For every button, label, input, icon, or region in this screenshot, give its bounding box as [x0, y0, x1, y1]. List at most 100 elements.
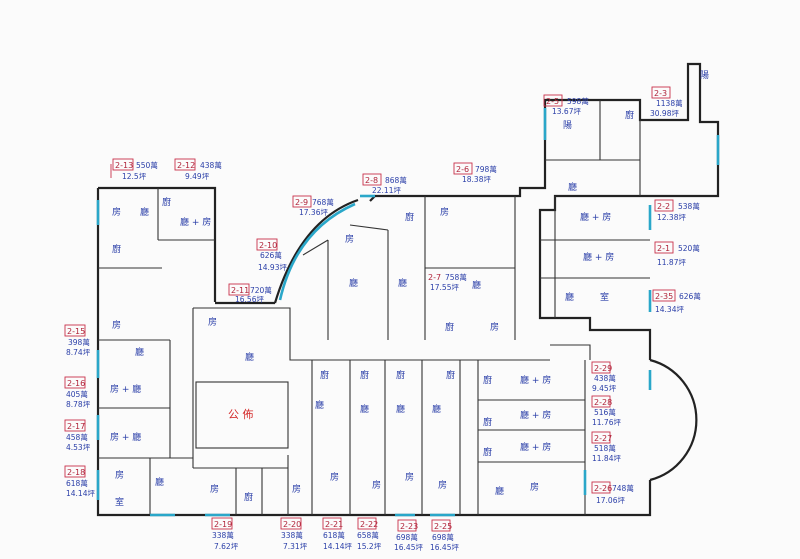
- unit-tag-2-3: 2-3 1138萬 30.98坪: [650, 86, 683, 118]
- unit-price: 516萬: [594, 407, 616, 417]
- unit-size: 4.53坪: [66, 443, 91, 452]
- unit-price: 748萬: [612, 483, 634, 493]
- unit-price: 438萬: [594, 373, 616, 383]
- unit-size: 8.78坪: [66, 400, 91, 409]
- room-label: 房: [292, 483, 301, 495]
- unit-tag-2-28: 2-28 516萬 11.76坪: [591, 395, 621, 427]
- room-label: 廳: [315, 399, 324, 411]
- unit-size: 30.98坪: [650, 109, 679, 118]
- unit-size: 13.67坪: [552, 107, 581, 116]
- unit-id: 2-18: [67, 468, 85, 477]
- room-label: 房: [438, 479, 447, 491]
- unit-price: 1138萬: [656, 98, 683, 108]
- unit-id: 2-25: [434, 522, 452, 531]
- unit-size: 8.74坪: [66, 348, 91, 357]
- room-label: 室: [600, 291, 609, 303]
- unit-tag-2-35: 2-35 626萬 14.34坪: [652, 289, 701, 314]
- room-label: 房: [208, 316, 217, 328]
- room-label: 廚: [112, 243, 121, 255]
- unit-size: 18.38坪: [462, 175, 491, 184]
- unit-size: 12.5坪: [122, 172, 147, 181]
- room-label: 廳: [398, 277, 407, 289]
- unit-id: 2-27: [594, 434, 612, 443]
- unit-price: 698萬: [396, 532, 418, 542]
- unit-tag-2-23: 2-23 698萬 16.45坪: [394, 519, 423, 552]
- room-label: 房: [530, 481, 539, 493]
- room-label: 廚: [360, 369, 369, 381]
- unit-id: 2-26: [594, 484, 612, 493]
- room-label: 廚: [244, 491, 253, 503]
- unit-price: 618萬: [323, 530, 345, 540]
- unit-tag-2-20: 2-20 338萬 7.31坪: [280, 517, 308, 551]
- room-labels: 房 廳 廚 廳 + 房 廚 房 廳 房 + 廳 房 + 廳 廳 房 室 房 廳 …: [110, 70, 709, 508]
- unit-price: 550萬: [136, 160, 158, 170]
- unit-id: 2-23: [400, 522, 418, 531]
- room-label: 廳: [472, 279, 481, 291]
- unit-size: 14.34坪: [655, 305, 684, 314]
- room-label: 廚: [483, 374, 492, 386]
- unit-size: 14.93坪: [258, 263, 287, 272]
- room-label: 廳: [155, 476, 164, 488]
- room-label: 廚: [396, 369, 405, 381]
- room-label: 廳: [432, 403, 441, 415]
- room-label: 廳: [140, 206, 149, 218]
- room-label: 廳 + 房: [520, 374, 551, 386]
- room-label: 房: [112, 319, 121, 331]
- unit-tag-2-9: 2-9 768萬 17.36坪: [292, 195, 334, 217]
- room-label: 房: [372, 479, 381, 491]
- room-label: 廳 + 房: [583, 251, 614, 263]
- unit-id: 2-17: [67, 422, 85, 431]
- room-label: 陽: [563, 120, 572, 131]
- unit-price: 538萬: [678, 201, 700, 211]
- room-label: 廳: [568, 181, 577, 193]
- room-label: 房: [345, 233, 354, 245]
- room-label: 室: [115, 496, 124, 508]
- room-label: 廚: [445, 321, 454, 333]
- unit-price: 658萬: [357, 530, 379, 540]
- unit-price: 798萬: [475, 164, 497, 174]
- unit-tag-2-26: 2-26 748萬 17.06坪: [591, 481, 634, 505]
- room-label: 房: [330, 471, 339, 483]
- room-label: 廳: [565, 291, 574, 303]
- unit-price: 338萬: [212, 530, 234, 540]
- unit-id: 2-3: [654, 89, 667, 98]
- unit-id: 2-2: [657, 202, 670, 211]
- unit-price: 598萬: [567, 96, 589, 106]
- unit-size: 9.49坪: [185, 172, 210, 181]
- unit-price: 618萬: [66, 478, 88, 488]
- unit-price: 698萬: [432, 532, 454, 542]
- room-label: 廚: [483, 416, 492, 428]
- unit-id: 2-15: [67, 327, 85, 336]
- unit-id: 2-10: [259, 241, 277, 250]
- unit-id: 2-5: [546, 97, 559, 106]
- unit-tag-2-19: 2-19 338萬 7.62坪: [211, 517, 239, 551]
- unit-tag-2-12: 2-12 438萬 9.49坪: [174, 158, 222, 181]
- unit-tags: 2-13 550萬 12.5坪 2-12 438萬 9.49坪 2-15 398…: [64, 86, 701, 552]
- unit-tag-2-11: 2-11 720萬 16.56坪: [228, 283, 272, 304]
- unit-size: 16.56坪: [235, 295, 264, 304]
- unit-price: 868萬: [385, 175, 407, 185]
- unit-tag-2-25: 2-25 698萬 16.45坪: [430, 519, 459, 552]
- unit-price: 626萬: [260, 250, 282, 260]
- unit-size: 14.14坪: [323, 542, 352, 551]
- room-label: 房: [405, 471, 414, 483]
- unit-id: 2-21: [325, 520, 343, 529]
- room-label: 房: [112, 206, 121, 218]
- unit-tag-2-10: 2-10 626萬 14.93坪: [256, 238, 287, 272]
- room-label: 廚: [320, 369, 329, 381]
- room-label: 廳: [495, 485, 504, 497]
- unit-id: 2-28: [594, 398, 612, 407]
- outer-walls: [96, 62, 720, 517]
- unit-price: 758萬: [445, 272, 467, 282]
- unit-size: 16.45坪: [394, 543, 423, 552]
- room-label: 房: [490, 321, 499, 333]
- room-label: 廚: [483, 446, 492, 458]
- unit-id: 2-29: [594, 364, 612, 373]
- room-label: 廳: [245, 351, 254, 363]
- unit-tag-2-18: 2-18 618萬 14.14坪: [64, 465, 95, 498]
- unit-tag-2-6: 2-6 798萬 18.38坪: [453, 162, 497, 184]
- unit-size: 7.62坪: [214, 542, 239, 551]
- unit-size: 9.45坪: [592, 384, 617, 393]
